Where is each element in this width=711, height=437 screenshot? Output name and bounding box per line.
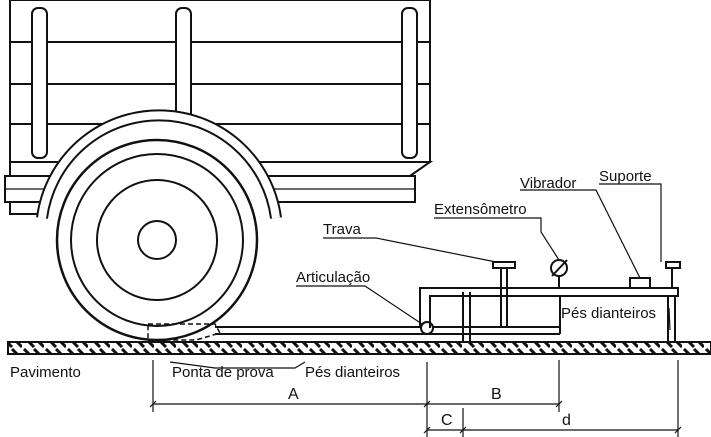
support-knob	[665, 261, 681, 269]
vibrator-box	[629, 277, 651, 289]
label-pes-dianteiros-bottom: Pés dianteiros	[305, 364, 400, 381]
label-articulacao: Articulação	[296, 269, 370, 286]
label-pes-dianteiros-right: Pés dianteiros	[561, 305, 656, 322]
body-stake	[31, 7, 48, 159]
leader-lines	[169, 183, 671, 372]
benkelman-beam	[215, 259, 681, 342]
dimension-label-A: A	[288, 386, 299, 403]
label-trava: Trava	[323, 221, 361, 238]
hub	[137, 220, 177, 260]
dimension-lines	[149, 360, 682, 437]
tire	[55, 138, 259, 342]
body-stake	[401, 7, 418, 159]
lock-knob	[492, 261, 516, 269]
probe-tip-dashed	[147, 323, 222, 341]
rear-wheel	[55, 138, 259, 342]
dimension-label-d: d	[562, 412, 571, 429]
articulation-pivot	[420, 321, 434, 335]
label-ponta-de-prova: Ponta de prova	[172, 364, 274, 381]
label-suporte: Suporte	[599, 168, 652, 185]
dimension-label-C: C	[441, 412, 453, 429]
tire-inner	[70, 153, 244, 327]
beam-frame	[419, 287, 679, 328]
label-vibrador: Vibrador	[520, 175, 576, 192]
rim	[96, 179, 218, 301]
dimension-label-B: B	[491, 386, 502, 403]
label-pavimento: Pavimento	[10, 364, 81, 381]
label-extensometro: Extensômetro	[434, 201, 527, 218]
pavement-hatch	[7, 341, 711, 355]
